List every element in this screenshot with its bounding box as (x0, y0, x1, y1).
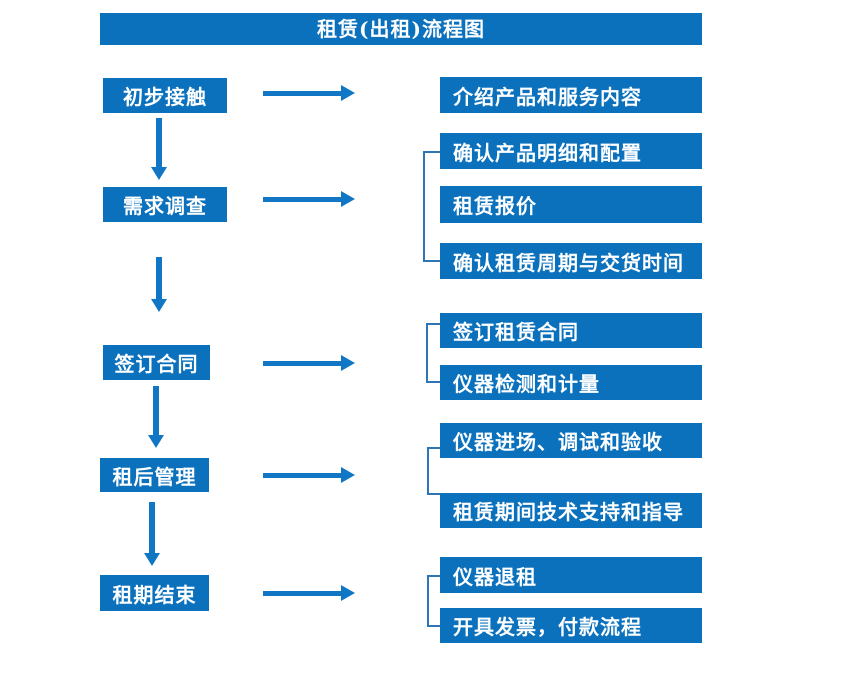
arrow-right-icon (263, 85, 355, 101)
arrow-right-icon (263, 355, 355, 371)
detail-instrument-return: 仪器退租 (440, 557, 702, 593)
detail-confirm-period: 确认租赁周期与交货时间 (440, 243, 702, 279)
detail-instrument-entry: 仪器进场、调试和验收 (440, 423, 702, 458)
detail-rental-quote: 租赁报价 (440, 186, 702, 223)
arrow-right-icon (263, 585, 355, 601)
arrow-right-icon (263, 467, 355, 483)
detail-invoice-payment: 开具发票，付款流程 (440, 608, 702, 643)
arrow-down-icon (147, 386, 164, 448)
arrow-right-icon (263, 191, 355, 207)
arrow-down-icon (150, 118, 167, 180)
step-sign-contract: 签订合同 (103, 345, 210, 380)
detail-sign-rental-contract: 签订租赁合同 (440, 313, 702, 348)
detail-tech-support: 租赁期间技术支持和指导 (440, 493, 702, 528)
bracket-line (427, 447, 440, 495)
flowchart-title: 租赁(出租)流程图 (100, 13, 702, 45)
detail-confirm-details: 确认产品明细和配置 (440, 133, 702, 169)
arrow-down-icon (150, 257, 167, 312)
step-lease-end: 租期结束 (100, 575, 209, 611)
bracket-line (427, 575, 440, 627)
step-post-rental-mgmt: 租后管理 (100, 458, 209, 492)
step-demand-survey: 需求调查 (103, 187, 227, 222)
bracket-line (423, 151, 440, 262)
detail-instrument-testing: 仪器检测和计量 (440, 365, 702, 400)
step-initial-contact: 初步接触 (103, 78, 227, 113)
arrow-down-icon (143, 502, 160, 566)
bracket-line (426, 323, 440, 383)
detail-introduce-products: 介绍产品和服务内容 (440, 77, 702, 113)
